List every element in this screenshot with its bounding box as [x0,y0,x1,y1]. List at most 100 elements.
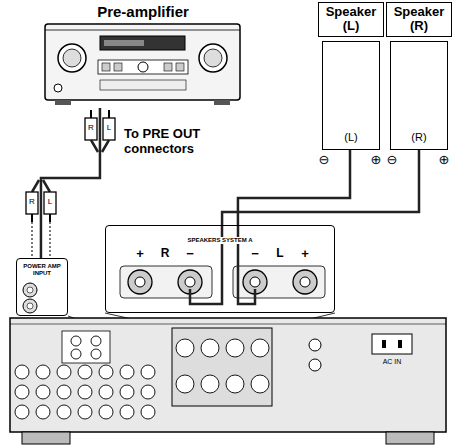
rca-plug [90,110,92,118]
jack-row [176,339,194,357]
jack-row [78,365,92,379]
jack-row [91,336,101,346]
input-jacks [27,287,33,293]
jack-row [99,385,113,399]
speaker-terminal [120,225,325,304]
jack-row [120,405,134,419]
power-amplifier-rear-panel [22,432,70,444]
power-amplifier-rear-panel [309,359,321,371]
jack-row [57,405,71,419]
device-heading: Pre-amplifier [38,4,248,108]
jack-row [36,405,50,419]
input-inset: POWER AMP INPUT [16,258,68,316]
rca-plug [31,214,33,222]
pre-amplifier-body [98,60,188,74]
pre-amplifier-body [58,44,86,72]
channel-letter: L [104,124,114,132]
input-jacks [23,283,37,297]
power-amplifier-rear-panel [62,331,110,363]
jack-row [99,365,113,379]
speaker-terminal [120,266,212,298]
power-amplifier-rear-panel [10,318,446,432]
pre-amplifier-body [45,30,240,31]
rca-plug [103,118,115,140]
jack-row [201,375,219,393]
power-amplifier-rear-panel [386,432,434,444]
channel-letter: L [45,198,55,206]
jack-row [71,336,81,346]
speaker-header: Speaker (R) [386,2,452,37]
jack-row [201,339,219,357]
jack-row [251,339,269,357]
power-amplifier-rear-panel [309,339,321,351]
speaker-terminal [135,277,145,287]
speaker-terminal [250,277,260,287]
polarity-mark: − [183,247,197,260]
jack-row [36,365,50,379]
speaker-terminal [300,277,310,287]
speaker-box: Speaker (L) (L) [318,2,384,150]
jack-row [15,336,269,419]
speaker-cabinet: (L) [322,41,380,150]
jack-row [226,375,244,393]
pre-amplifier-body [199,44,227,72]
channel-letter: R [27,198,37,206]
polarity-mark: + [298,247,312,260]
power-amplifier-rear-panel [172,328,272,406]
pre-amplifier-body [138,62,148,72]
polarity-symbol: ⊕ [369,153,383,166]
channel-letter: R [86,124,96,132]
speaker-header: Speaker (L) [318,2,384,37]
jack-row [251,375,269,393]
rca-plug [26,192,38,214]
polarity-symbol: ⊕ [437,153,451,166]
rca-plug [26,110,115,256]
jack-row [15,405,29,419]
jack-row [36,385,50,399]
channel-mark: (R) [411,131,426,143]
speaker-terminal [128,270,152,294]
pre-amplifier-body [214,100,230,105]
pre-amplifier-body [102,63,110,71]
cable [222,150,419,225]
pre-amplifier-body [104,40,144,46]
speaker-name: Speaker (L) [320,5,382,34]
speaker-terminal [233,266,325,298]
pre-amplifier-body [114,63,122,71]
speaker-name: Speaker (R) [388,5,450,34]
jack-row [15,385,29,399]
polarity-symbol: ⊖ [385,153,399,166]
pre-amplifier-body [100,80,186,90]
jack-row [57,385,71,399]
cable [238,150,350,225]
connector-note: To PRE OUT connectors [124,127,208,157]
terminal-inset: SPEAKERS SYSTEM A [105,225,335,313]
pre-amplifier-body [45,24,240,105]
rca-plug [44,192,56,214]
speaker-terminal [293,270,317,294]
pre-amplifier-body [63,49,81,67]
cable [41,108,100,258]
rca-plug [108,110,110,118]
input-jacks [23,299,37,313]
polarity-mark: − [248,247,262,260]
pre-amplifier-body [45,24,240,100]
jack-row [15,365,29,379]
polarity-symbol: ⊖ [317,153,331,166]
jack-row [226,339,244,357]
speaker-box: Speaker (R) (R) [386,2,452,150]
pre-amplifier-body [55,100,71,105]
pre-amplifier-body [164,63,172,71]
jack-row [141,385,155,399]
jack-row [99,405,113,419]
input-jacks [23,283,37,313]
pre-amplifier-body [204,49,222,67]
pre-amplifier-body [54,84,62,92]
jack-row [78,405,92,419]
jack-row [91,349,101,359]
jack-row [71,349,81,359]
jack-row [176,375,194,393]
rca-plug [49,214,51,222]
